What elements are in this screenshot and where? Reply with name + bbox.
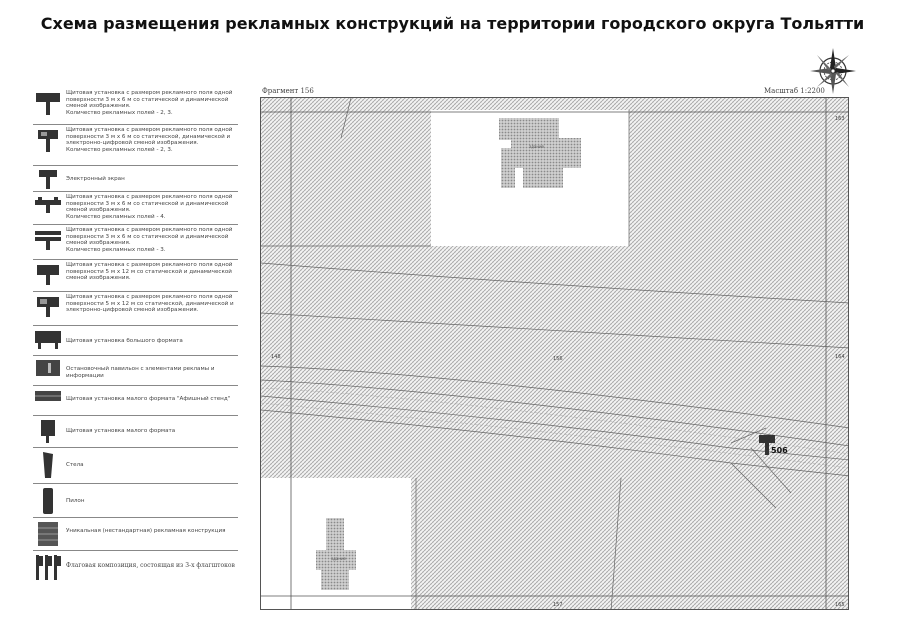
legend-label: Щитовая установка малого формата "Афишны… — [66, 396, 231, 402]
legend: Щитовая установка с размером рекламного … — [33, 88, 238, 585]
flag-composition-icon — [36, 555, 61, 580]
stele-icon — [43, 452, 53, 478]
unique-structure-icon — [38, 522, 58, 546]
legend-item: Щитовая установка с размером рекламного … — [33, 125, 238, 166]
billboard-3x6-4-fields-icon — [35, 197, 61, 213]
legend-label: Щитовая установка малого формата — [66, 428, 176, 434]
billboard-5x12-icon — [37, 265, 59, 285]
billboard-3x6-3-fields-icon — [35, 231, 61, 250]
map-canvas: здание здание — [261, 98, 848, 609]
legend-item: Щитовая установка малого формата "Афишны… — [33, 386, 238, 416]
legend-item: Щитовая установка с размером рекламного … — [33, 292, 238, 326]
legend-label: Щитовая установка большого формата — [66, 338, 183, 344]
fragment-ref: 164 — [835, 354, 845, 360]
scale-label: Масштаб 1:2200 — [764, 87, 825, 95]
fragment-ref: 165 — [835, 602, 845, 608]
legend-label: Остановочный павильон с элементами рекла… — [66, 366, 215, 379]
legend-item: Щитовая установка с размером рекламного … — [33, 225, 238, 260]
legend-label: Пилон — [66, 498, 85, 504]
legend-label: Стела — [66, 462, 84, 468]
legend-item: Уникальная (нестандартная) рекламная кон… — [33, 518, 238, 551]
building — [499, 118, 581, 188]
small-format-billboard-icon — [41, 420, 55, 443]
legend-item: Пилон — [33, 484, 238, 518]
road — [261, 98, 848, 609]
fragment-ref: 148 — [271, 354, 281, 360]
legend-label: Щитовая установка с размером рекламного … — [66, 262, 233, 282]
fragment-ref: 157 — [553, 602, 563, 608]
road-edge — [261, 387, 848, 468]
legend-label: Уникальная (нестандартная) рекламная кон… — [66, 528, 226, 534]
legend-label: Щитовая установка с размером рекламного … — [66, 294, 234, 314]
building-label: здание — [529, 144, 545, 149]
billboard-marker[interactable]: 506 — [759, 435, 788, 455]
legend-item: Щитовая установка малого формата — [33, 416, 238, 448]
legend-item: Остановочный павильон с элементами рекла… — [33, 356, 238, 386]
building-label: здание — [331, 556, 347, 561]
fragment-label: Фрагмент 156 — [262, 87, 314, 95]
large-format-billboard-icon — [35, 331, 61, 349]
billboard-5x12-digital-icon — [37, 297, 59, 317]
legend-label: Щитовая установка с размером рекламного … — [66, 90, 233, 116]
fragment-ref: 156 — [553, 356, 563, 362]
billboard-3x6-2-3-fields-icon — [36, 93, 60, 115]
legend-label: Щитовая установка с размером рекламного … — [66, 127, 233, 153]
pylon-icon — [43, 488, 53, 514]
electronic-screen-icon — [39, 170, 57, 189]
billboard-3x6-digital-icon — [38, 130, 58, 152]
bus-stop-pavilion-icon — [36, 360, 60, 376]
legend-item: Флаговая композиция, состоящая из 3-х фл… — [33, 551, 238, 585]
fragment-ref: 163 — [835, 116, 845, 122]
structure-number: 506 — [771, 446, 788, 455]
building — [316, 518, 356, 590]
legend-label: Щитовая установка с размером рекламного … — [66, 227, 233, 253]
legend-label: Флаговая композиция, состоящая из 3-х фл… — [66, 562, 235, 569]
page-title: Схема размещения рекламных конструкций н… — [40, 14, 865, 33]
legend-label: Электронный экран — [66, 176, 125, 182]
legend-item: Стела — [33, 448, 238, 484]
small-format-poster-stand-icon — [35, 391, 61, 401]
legend-item: Щитовая установка с размером рекламного … — [33, 88, 238, 125]
legend-item: Электронный экран — [33, 166, 238, 192]
legend-label: Щитовая установка с размером рекламного … — [66, 194, 233, 220]
legend-item: Щитовая установка с размером рекламного … — [33, 192, 238, 225]
legend-item: Щитовая установка с размером рекламного … — [33, 260, 238, 292]
compass-rose-icon — [810, 48, 856, 94]
legend-item: Щитовая установка большого формата — [33, 326, 238, 356]
map-fragment[interactable]: здание здание — [260, 97, 849, 610]
